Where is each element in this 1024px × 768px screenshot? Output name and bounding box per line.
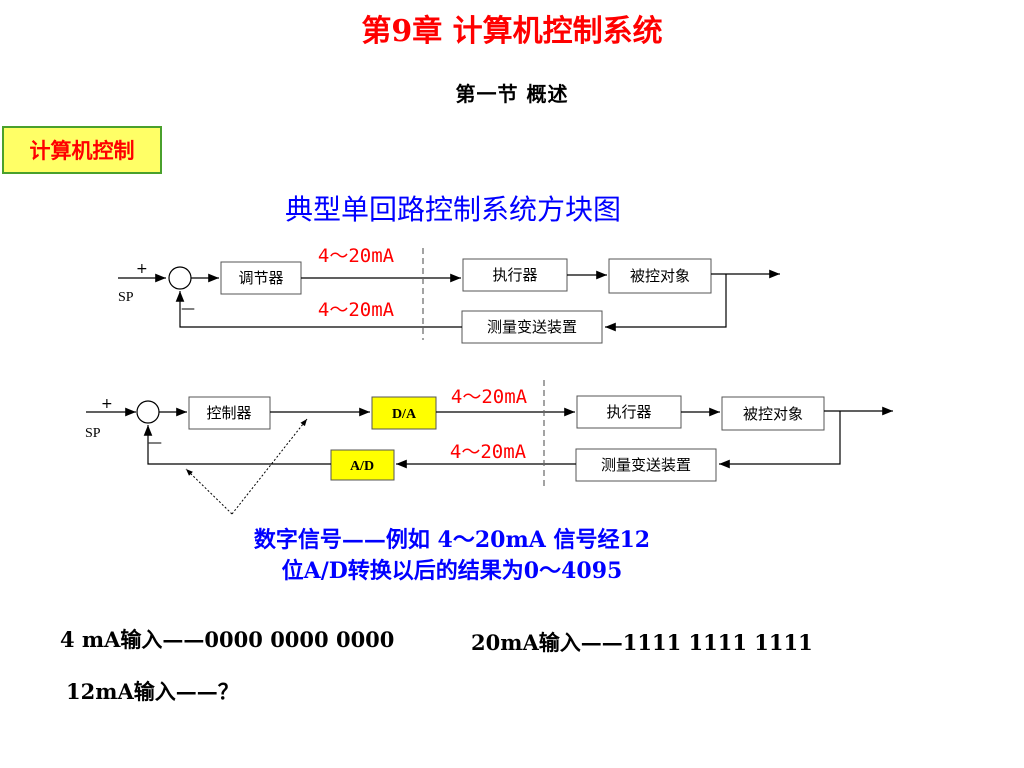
digital-signal-pointer-right — [231, 418, 308, 515]
loop1-transmitter-block — [461, 310, 603, 344]
loop2-controller-label: 控制器 — [206, 404, 251, 422]
loop2-adc-label: A/D — [350, 459, 374, 474]
loop2-transmitter-block — [575, 448, 717, 482]
page-title: 第9章 计算机控制系统 — [361, 14, 663, 49]
loop2-actuator-label: 执行器 — [606, 403, 651, 421]
loop2-minus-sign: — — [148, 435, 162, 451]
caption-line-2: 位A/D转换以后的结果为0～4095 — [281, 558, 623, 584]
loop1-plant-block — [608, 258, 712, 294]
loop2-controller-block — [188, 396, 271, 430]
loop1-regulator-label: 调节器 — [238, 269, 283, 287]
loop1-sp-label: SP — [118, 290, 134, 305]
example-20ma: 20mA输入——1111 1111 1111 — [471, 630, 813, 655]
loop1-minus-sign: — — [181, 301, 195, 317]
loop2-actuator-block — [576, 395, 682, 429]
loop-1-diagram: + SP — 调节器 4～20mA 执行器 被控对象 测量变送装置 4～20mA — [118, 245, 780, 344]
example-12ma: 12mA输入——？ — [66, 679, 239, 704]
loop1-signal-bottom: 4～20mA — [318, 299, 395, 321]
loop1-regulator-block — [220, 261, 302, 295]
loop2-dac-label: D/A — [392, 407, 417, 422]
section-title: 第一节 概述 — [455, 82, 569, 106]
loop2-plant-block — [721, 396, 825, 431]
loop2-feedback-to-sum — [143, 425, 331, 465]
loop2-sp-label: SP — [85, 426, 101, 441]
loop1-summing-junction — [168, 266, 192, 290]
loop2-transmitter-label: 测量变送装置 — [601, 456, 691, 474]
digital-signal-pointer-left — [185, 468, 233, 515]
loop2-summing-junction — [136, 400, 160, 424]
caption-line-1: 数字信号——例如 4～20mA 信号经12 — [253, 527, 651, 553]
loop2-signal-bottom: 4～20mA — [450, 441, 527, 463]
loop-2-diagram: + SP — 控制器 D/A 4～20mA 执行器 被控对象 测量变送装置 4～… — [85, 380, 893, 515]
loop1-plant-label: 被控对象 — [630, 267, 690, 285]
diagram-title: 典型单回路控制系统方块图 — [284, 193, 621, 226]
loop1-actuator-label: 执行器 — [492, 266, 537, 284]
loop2-plus-sign: + — [101, 396, 113, 412]
topic-tag: 计算机控制 — [2, 126, 162, 174]
loop2-plant-label: 被控对象 — [743, 405, 803, 423]
loop1-actuator-block — [462, 258, 568, 292]
loop1-feedback-to-transmitter — [605, 274, 727, 332]
loop1-feedback-to-sum — [175, 291, 462, 328]
loop2-dac-block — [371, 396, 437, 430]
loop1-transmitter-label: 测量变送装置 — [487, 318, 577, 336]
example-4ma: 4 mA输入——0000 0000 0000 — [60, 627, 395, 652]
loop2-feedback-to-transmitter — [719, 411, 841, 469]
loop2-signal-top: 4～20mA — [451, 386, 528, 408]
loop1-signal-top: 4～20mA — [318, 245, 395, 267]
loop1-plus-sign: + — [136, 261, 148, 277]
loop2-adc-block — [330, 449, 395, 481]
